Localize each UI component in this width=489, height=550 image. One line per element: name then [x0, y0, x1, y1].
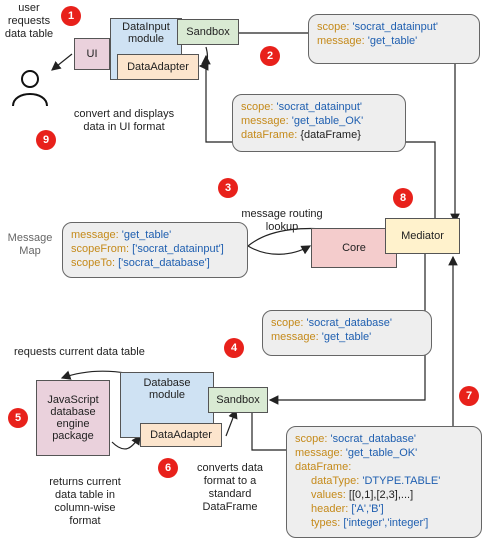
engine-to-adapter-arrow [111, 435, 141, 450]
user-person-icon [12, 70, 48, 107]
step-badge-9: 9 [36, 130, 56, 150]
datainput-sandbox-box: Sandbox [177, 19, 239, 45]
message-map-bubble: message: 'get_table' scopeFrom: ['socrat… [62, 222, 248, 278]
user-request-text: user requests data table [4, 2, 54, 40]
step-badge-8: 8 [393, 188, 413, 208]
routing-lookup-text: message routing lookup [241, 208, 323, 233]
convert-display-text: convert and displays data in UI format [73, 108, 175, 133]
requests-current-text: requests current data table [14, 346, 145, 358]
message-bubble-2: scope: 'socrat_datainput' message: 'get_… [308, 14, 480, 64]
message-bubble-7: scope: 'socrat_database' message: 'get_t… [286, 426, 482, 538]
message-map-label: Message Map [7, 232, 53, 257]
db-adapter-to-sandbox-arrow [225, 408, 238, 437]
core-box: Core [311, 228, 397, 268]
database-sandbox-box: Sandbox [208, 387, 268, 413]
message-bubble-9: scope: 'socrat_datainput' message: 'get_… [232, 94, 406, 152]
step-badge-3: 3 [218, 178, 238, 198]
returns-current-text: returns current data table in column-wis… [49, 476, 121, 527]
ui-box: UI [74, 38, 110, 70]
database-adapter-box: DataAdapter [140, 423, 222, 447]
converts-data-text: converts data format to a standard DataF… [196, 462, 264, 513]
mediator-box: Mediator [385, 218, 460, 254]
js-engine-box: JavaScript database engine package [36, 380, 110, 456]
mediator-to-db-sandbox-arrow [268, 252, 426, 405]
step-badge-7: 7 [459, 386, 479, 406]
step-badge-2: 2 [260, 46, 280, 66]
sandbox-to-adapter-arrow [198, 46, 209, 71]
step-badge-5: 5 [8, 408, 28, 428]
step-badge-4: 4 [224, 338, 244, 358]
datainput-adapter-box: DataAdapter [117, 54, 199, 80]
ui-to-user-arrow [51, 53, 73, 71]
message-bubble-4: scope: 'socrat_database' message: 'get_t… [262, 310, 432, 356]
step-badge-6: 6 [158, 458, 178, 478]
step-badge-1: 1 [61, 6, 81, 26]
